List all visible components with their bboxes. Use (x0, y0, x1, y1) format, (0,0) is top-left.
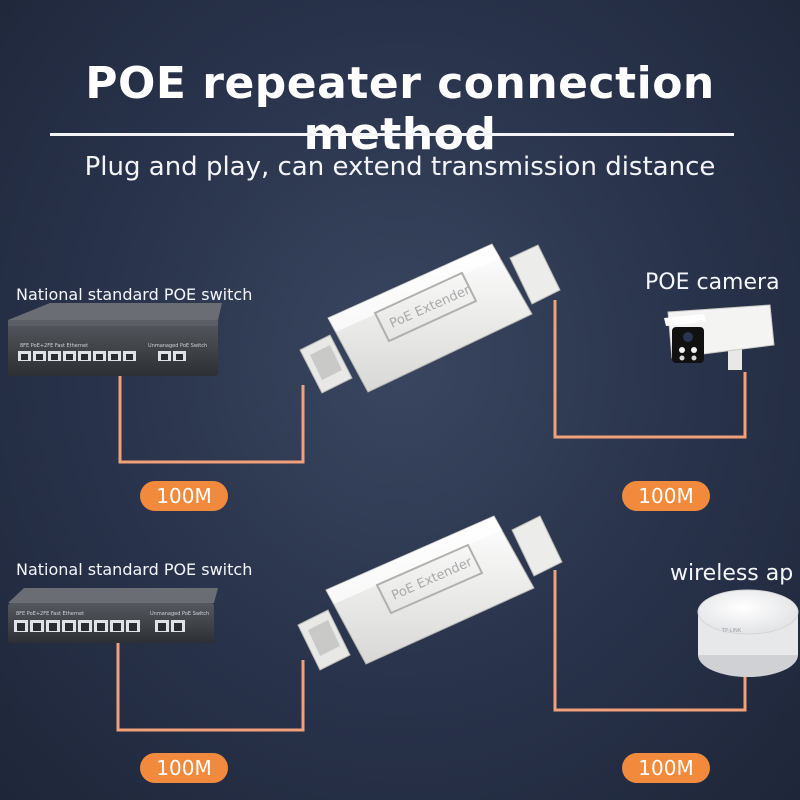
svg-text:Unmanaged PoE Switch: Unmanaged PoE Switch (148, 343, 207, 349)
wireless-ap-icon: TP-LINK (697, 589, 799, 677)
title-divider (50, 133, 734, 136)
speed-badge-bottom-right: 100M (622, 753, 710, 783)
svg-text:Unmanaged PoE Switch: Unmanaged PoE Switch (150, 611, 209, 617)
speed-badge-top-right: 100M (622, 481, 710, 511)
switch-label-top: National standard POE switch (16, 285, 253, 304)
page-subtitle: Plug and play, can extend transmission d… (84, 152, 716, 182)
switch-label-bottom: National standard POE switch (16, 560, 253, 579)
cable-extender-to-ap (553, 570, 747, 712)
svg-text:8FE PoE+2FE Fast Ethernet: 8FE PoE+2FE Fast Ethernet (16, 611, 84, 617)
cable-switch-to-extender-bottom (116, 640, 305, 732)
poe-switch-icon: 8FE PoE+2FE Fast Ethernet Unmanaged PoE … (8, 588, 218, 643)
ap-brand-logo: TP-LINK (721, 628, 742, 634)
poe-switch-icon: 8FE PoE+2FE Fast Ethernet Unmanaged PoE … (8, 303, 222, 376)
svg-text:8FE PoE+2FE Fast Ethernet: 8FE PoE+2FE Fast Ethernet (20, 343, 88, 349)
cable-extender-to-camera (553, 300, 747, 439)
poe-extender-icon: PoE Extender (297, 515, 563, 671)
poe-camera-icon (664, 304, 775, 370)
speed-badge-top-left: 100M (140, 481, 228, 511)
camera-label: POE camera (645, 270, 780, 295)
cable-switch-to-extender-top (118, 372, 305, 464)
ap-label: wireless ap (670, 561, 794, 586)
speed-badge-bottom-left: 100M (140, 753, 228, 783)
poe-extender-icon: PoE Extender (299, 243, 561, 394)
